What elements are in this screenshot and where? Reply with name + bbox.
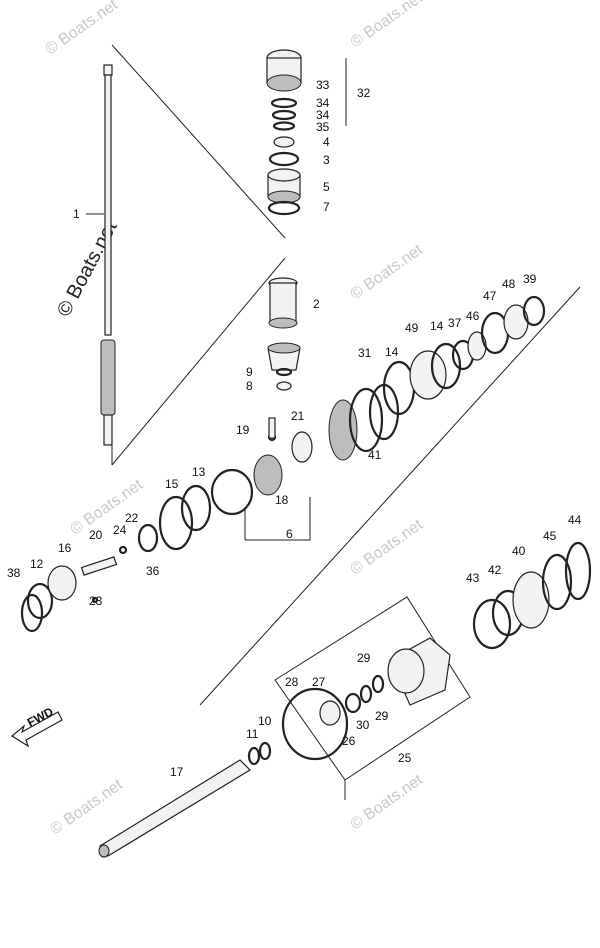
label-part-36: 36 (146, 564, 160, 578)
label-part-24: 24 (113, 523, 127, 537)
label-part-7: 7 (323, 200, 330, 214)
watermark-top-right: © Boats.net (348, 0, 427, 51)
label-part-1: 1 (73, 207, 80, 221)
label-part-4: 4 (323, 135, 330, 149)
label-part-34b: 34 (316, 108, 330, 122)
propeller-housing-group (274, 596, 471, 800)
label-part-20: 20 (89, 528, 103, 542)
label-part-29b: 29 (375, 709, 389, 723)
label-part-21: 21 (291, 409, 305, 423)
label-part-8: 8 (246, 379, 253, 393)
label-part-22: 22 (125, 511, 139, 525)
lower-bearing-stack (472, 541, 592, 650)
bearing-stack-part (266, 49, 347, 216)
watermark-lower-right: © Boats.net (348, 516, 427, 578)
label-part-14a: 14 (385, 345, 399, 359)
label-part-29a: 29 (357, 651, 371, 665)
label-part-11: 11 (246, 727, 259, 741)
label-part-26: 26 (342, 734, 356, 748)
part-labels: 1 2 3 4 5 6 7 8 9 10 11 12 13 14 14 15 1… (7, 78, 582, 779)
label-part-30: 30 (356, 718, 370, 732)
label-part-2: 2 (313, 297, 320, 311)
label-part-31: 31 (358, 346, 372, 360)
label-part-9: 9 (246, 365, 253, 379)
watermark-mid-left: © Boats.net (68, 476, 147, 538)
label-part-45: 45 (543, 529, 557, 543)
label-part-15: 15 (165, 477, 179, 491)
label-part-25: 25 (398, 751, 412, 765)
label-part-3: 3 (323, 153, 330, 167)
drive-shaft-part (86, 64, 116, 446)
label-part-28: 28 (285, 675, 299, 689)
label-part-5: 5 (323, 180, 330, 194)
label-part-34a: 34 (316, 96, 330, 110)
label-part-18: 18 (275, 493, 289, 507)
label-part-17: 17 (170, 765, 184, 779)
label-part-44: 44 (568, 513, 582, 527)
watermark-mid-right: © Boats.net (348, 241, 427, 303)
label-part-38: 38 (7, 566, 21, 580)
watermark-bottom-right: © Boats.net (348, 771, 427, 833)
label-part-32: 32 (357, 86, 371, 100)
fwd-arrow-icon: FWD (10, 704, 63, 748)
watermark-top-left: © Boats.net (43, 0, 122, 58)
forward-gear-part (210, 387, 384, 541)
label-part-12: 12 (30, 557, 44, 571)
label-part-40: 40 (512, 544, 526, 558)
watermark-bottom-left: © Boats.net (48, 776, 127, 838)
label-part-47: 47 (483, 289, 497, 303)
label-part-46: 46 (466, 309, 480, 323)
label-part-35: 35 (316, 120, 330, 134)
label-part-6: 6 (286, 527, 293, 541)
reverse-bearing-stack (368, 295, 546, 441)
watermark-group: © Boats.net © Boats.net © Boats.net © Bo… (43, 0, 427, 838)
label-part-23: 23 (89, 594, 103, 608)
frame-lines (111, 44, 581, 706)
label-part-42: 42 (488, 563, 502, 577)
label-part-14b: 14 (430, 319, 444, 333)
label-part-10: 10 (258, 714, 272, 728)
label-part-39: 39 (523, 272, 537, 286)
label-part-49: 49 (405, 321, 419, 335)
label-part-43: 43 (466, 571, 480, 585)
left-gear-stack (20, 484, 212, 633)
label-part-13: 13 (192, 465, 206, 479)
label-part-48: 48 (502, 277, 516, 291)
pinion-gear-part (267, 342, 301, 391)
label-part-16: 16 (58, 541, 72, 555)
label-part-41: 41 (368, 448, 382, 462)
label-part-33: 33 (316, 78, 330, 92)
label-part-27: 27 (312, 675, 326, 689)
bushing-part (268, 277, 298, 329)
label-part-37: 37 (448, 316, 462, 330)
label-part-19: 19 (236, 423, 250, 437)
propeller-shaft-part (98, 741, 272, 858)
